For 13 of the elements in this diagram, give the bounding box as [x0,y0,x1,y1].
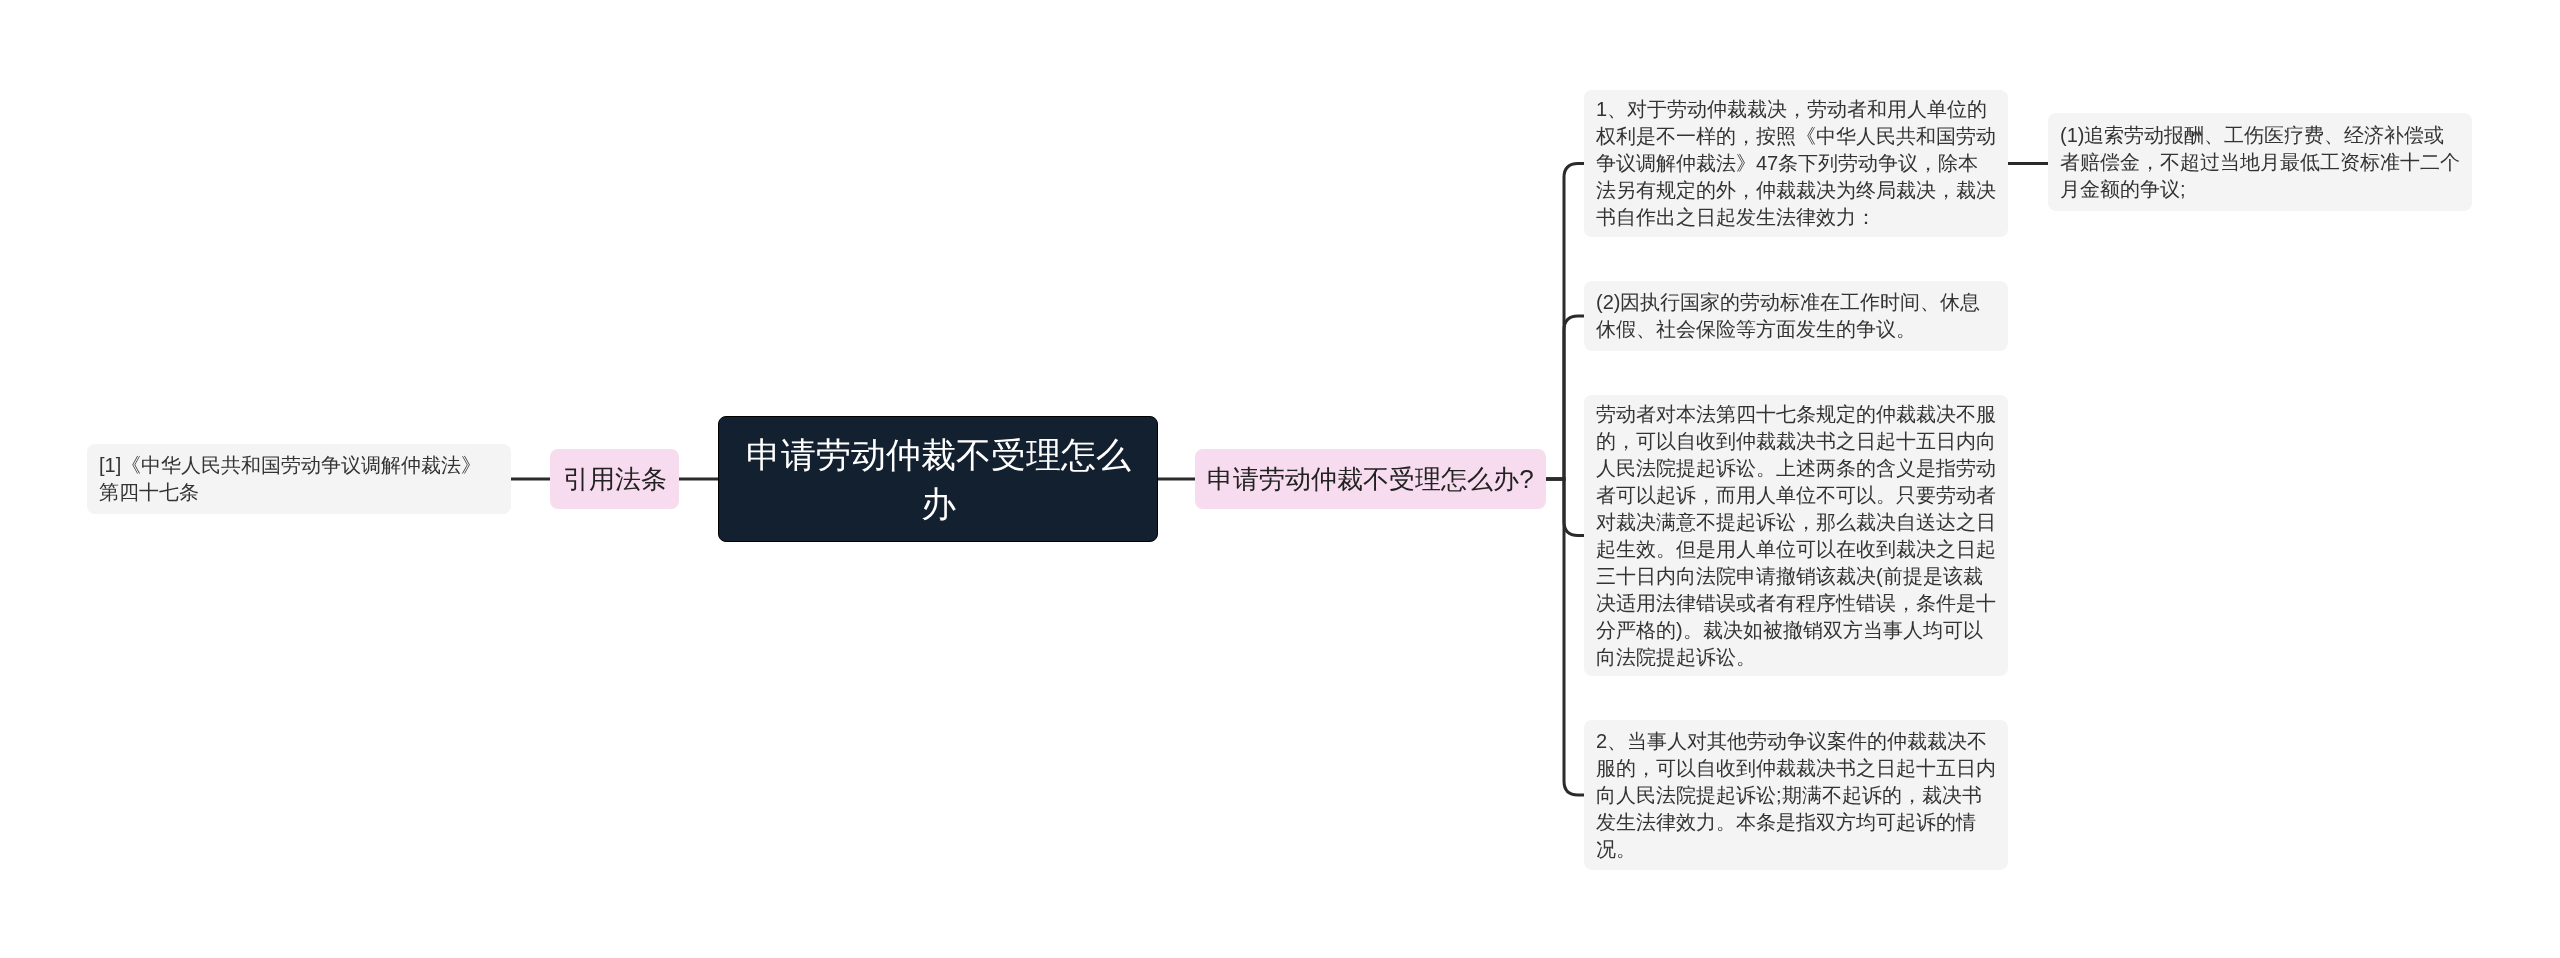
text-box: 1、对于劳动仲裁裁决，劳动者和用人单位的权利是不一样的，按照《中华人民共和国劳动争议调解仲裁法》47条下列劳动争议，除本法另有规定的外，仲裁裁决为终局裁决，裁决书自作出之日起发生法律效力： [1584,90,2008,237]
topic-box: 申请劳动仲裁不受理怎么办? [1195,449,1546,509]
central-topic-box: 申请劳动仲裁不受理怎么办 [718,416,1158,542]
text-box: (2)因执行国家的劳动标准在工作时间、休息休假、社会保险等方面发生的争议。 [1584,281,2008,351]
connector-line [2008,162,2048,165]
text-box: 劳动者对本法第四十七条规定的仲裁裁决不服的，可以自收到仲裁裁决书之日起十五日内向人民法院提起诉讼。上述两条的含义是指劳动者可以起诉，而用人单位不可以。只要劳动者对裁决满意不提起诉讼，那么裁决自送达之日起生效。但是用人单位可以在收到裁决之日起三十日内向法院申请撤销该裁决(前提是该裁决适用法律错误或者有程序性错误，条件是十分严格的)。裁决如被撤销双方当事人均可以向法院提起诉讼。 [1584,395,2008,676]
text-box: 2、当事人对其他劳动争议案件的仲裁裁决不服的，可以自收到仲裁裁决书之日起十五日内向人民法院提起诉讼;期满不起诉的，裁决书发生法律效力。本条是指双方均可起诉的情况。 [1584,720,2008,870]
connector-line [511,477,550,481]
connector-line [1158,477,1195,481]
topic-box: 引用法条 [550,449,679,509]
text-box: (1)追索劳动报酬、工伤医疗费、经济补偿或者赔偿金，不超过当地月最低工资标准十二个月金额的争议; [2048,113,2472,211]
text-box: [1]《中华人民共和国劳动争议调解仲裁法》第四十七条 [87,444,511,514]
connector-line [679,477,718,481]
